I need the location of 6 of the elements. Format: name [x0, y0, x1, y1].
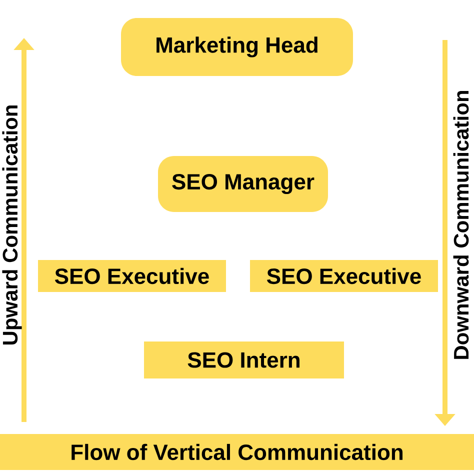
- title-band: Flow of Vertical Communication: [0, 434, 474, 470]
- process-box: SEO Executive: [250, 260, 438, 292]
- rounded-box: Marketing Head: [121, 18, 353, 76]
- process-box: SEO Intern: [144, 342, 344, 378]
- process-box: SEO Executive: [38, 260, 226, 292]
- rounded-box: SEO Manager: [158, 156, 328, 212]
